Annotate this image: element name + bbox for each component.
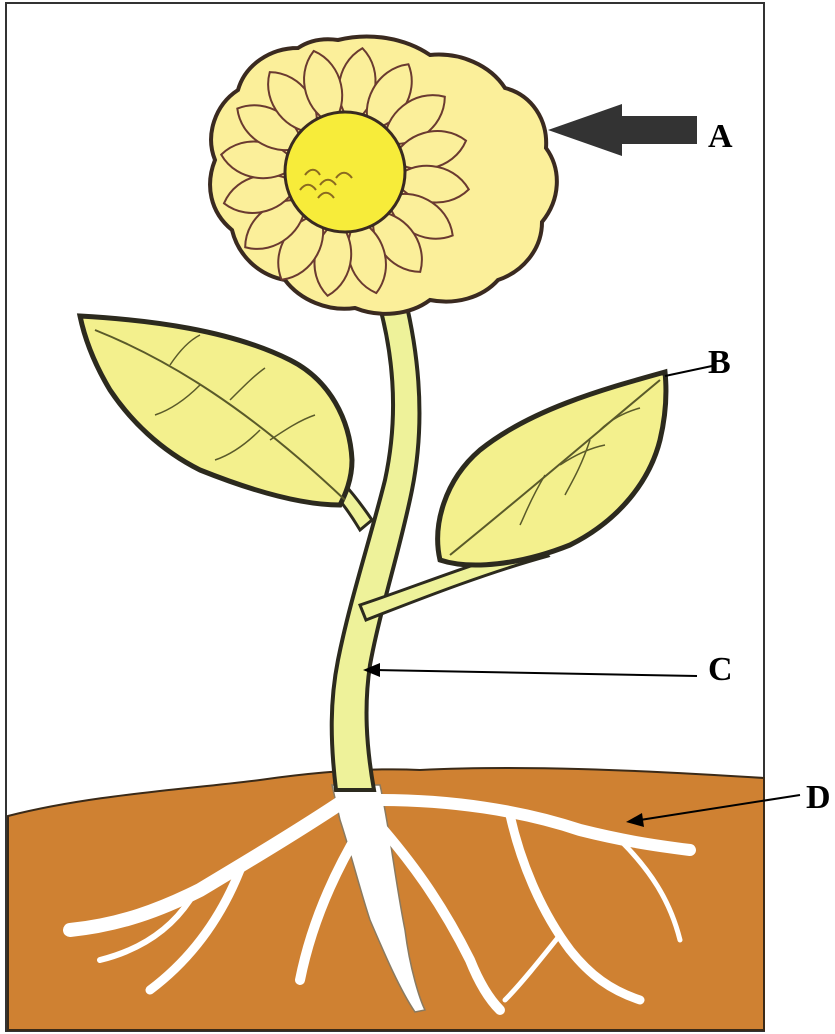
label-a: A	[708, 118, 733, 155]
label-d: D	[806, 779, 831, 816]
label-b: B	[708, 344, 731, 381]
label-c: C	[708, 651, 733, 688]
